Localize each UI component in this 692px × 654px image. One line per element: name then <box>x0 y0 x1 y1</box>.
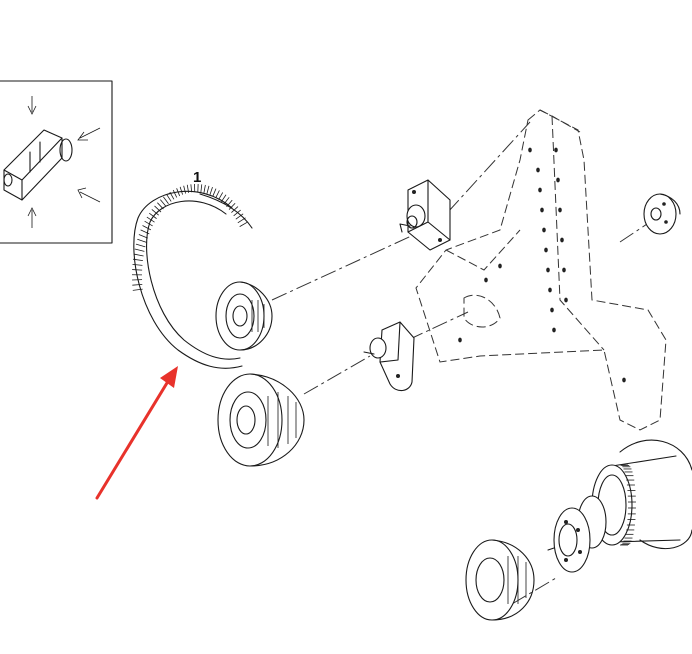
belt-tooth <box>233 209 241 217</box>
belt-tooth <box>237 217 246 224</box>
frame-hole <box>550 307 554 313</box>
frame-hole <box>558 207 562 213</box>
belt-tooth <box>212 188 217 197</box>
belt-tooth <box>218 192 224 200</box>
belt-tooth <box>209 186 213 195</box>
upper-pulley <box>215 281 273 351</box>
belt-tooth <box>154 205 162 213</box>
belt-tooth <box>135 243 146 248</box>
belt-tooth <box>206 185 210 194</box>
belt-tooth <box>223 197 230 205</box>
belt-tooth <box>146 216 155 223</box>
frame-hole <box>562 267 566 273</box>
belt-tooth <box>235 213 244 220</box>
drive-belt-icon <box>132 184 253 369</box>
lower-pulley <box>217 373 305 467</box>
belt-tooth <box>215 190 220 198</box>
belt-tooth <box>190 184 193 193</box>
frame-hole <box>498 263 502 269</box>
frame-hole <box>528 147 532 153</box>
belt-tooth <box>138 234 148 239</box>
frame-hole <box>560 237 564 243</box>
frame-hole <box>552 327 556 333</box>
belt-tooth <box>228 202 236 210</box>
belt-tooth <box>149 212 157 219</box>
frame-hole <box>554 147 558 153</box>
belt-tooth <box>179 186 183 195</box>
belt-tooth <box>200 184 203 193</box>
belt-tooth <box>132 269 143 271</box>
mounting-frame <box>415 109 667 431</box>
frame-hole <box>564 297 568 303</box>
belt-tooth <box>172 189 178 198</box>
belt-tooth <box>151 209 159 216</box>
belt-tooth <box>239 221 248 227</box>
frame-hole <box>622 377 626 383</box>
belt-tooth <box>226 199 233 208</box>
belt-tooth <box>160 199 167 207</box>
belt-tooth <box>140 229 150 235</box>
belt-tooth <box>142 225 152 231</box>
frame-hole <box>544 247 548 253</box>
frame-hole <box>548 287 552 293</box>
belt-tooth <box>133 253 144 257</box>
right-disc <box>643 193 681 235</box>
belt-tooth <box>166 194 172 202</box>
belt-tooth <box>220 194 227 203</box>
frame-hole <box>556 177 560 183</box>
belt-tooth <box>132 284 143 286</box>
pointer-arrow-icon <box>95 366 178 500</box>
belt-tooth <box>137 238 147 243</box>
belt-tooth <box>183 185 186 194</box>
belt-tooth <box>203 184 206 193</box>
frame-hole <box>484 277 488 283</box>
frame-hole <box>546 267 550 273</box>
belt-tooth <box>132 288 143 291</box>
belt-tooth <box>133 258 143 262</box>
belt-tooth <box>176 188 181 197</box>
belt-tooth <box>169 191 175 200</box>
callout-label-item-1: 1 <box>193 169 202 186</box>
belt-tooth <box>157 202 164 210</box>
belt-tooth <box>186 184 190 193</box>
frame-hole <box>538 187 542 193</box>
belt-tooth <box>132 263 143 266</box>
upper-bearing-flange <box>399 179 451 251</box>
lower-bearing-flange <box>363 321 415 392</box>
frame-hole <box>542 227 546 233</box>
assembly-inset-icon <box>0 80 113 244</box>
belt-tooth <box>231 206 239 213</box>
frame-hole <box>536 167 540 173</box>
belt-tooth <box>163 196 169 204</box>
belt-tooth <box>134 248 145 252</box>
frame-hole <box>540 207 544 213</box>
frame-hole <box>458 337 462 343</box>
belt-tooth <box>144 220 153 227</box>
bottom-gear-assembly <box>465 439 692 621</box>
